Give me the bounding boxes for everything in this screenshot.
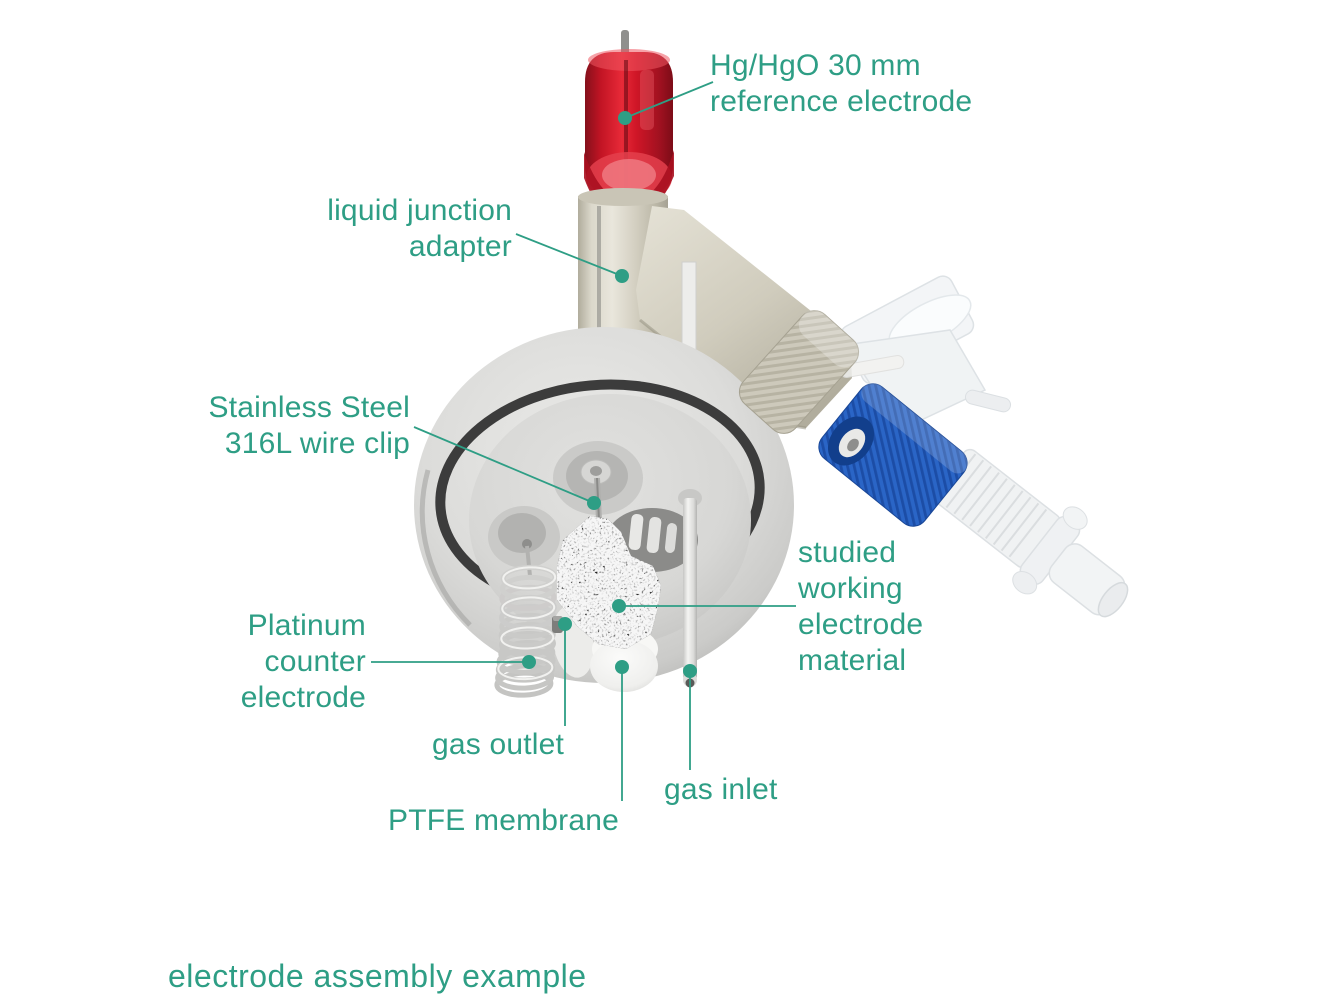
label-line: working xyxy=(798,572,903,605)
label-line: electrode xyxy=(798,608,924,641)
anchor-dot-gas-inlet xyxy=(683,664,697,678)
label-liquid-junction-adapter: liquid junction adapter xyxy=(327,193,512,265)
gas-inlet-tube-upper xyxy=(681,261,697,351)
label-line: Stainless Steel xyxy=(208,391,410,424)
label-line: gas outlet xyxy=(432,728,565,761)
label-wire-clip: Stainless Steel 316L wire clip xyxy=(209,390,410,462)
label-line: Platinum xyxy=(247,609,366,642)
label-gas-outlet: gas outlet xyxy=(432,727,564,763)
luer-fitting-graphic xyxy=(931,448,1129,618)
leader-lines xyxy=(371,81,796,801)
label-line: material xyxy=(798,644,907,677)
wire-clip-graphic xyxy=(553,441,643,543)
label-line: adapter xyxy=(408,230,512,263)
blue-nut-graphic xyxy=(818,382,969,527)
compression-fitting-graphic xyxy=(738,309,860,434)
label-counter-electrode: Platinum counter electrode xyxy=(241,608,366,716)
label-line: liquid junction xyxy=(327,194,512,227)
label-line: PTFE membrane xyxy=(388,804,619,837)
anchor-dot-wire-clip xyxy=(587,496,601,510)
anchor-dot-liquid-junction-adapter xyxy=(615,269,629,283)
label-line: 316L wire clip xyxy=(224,427,410,460)
working-electrode-material-graphic xyxy=(557,516,661,649)
label-line: gas inlet xyxy=(664,773,778,806)
anchor-dot-working-electrode xyxy=(612,599,626,613)
label-line: counter xyxy=(264,645,366,678)
label-line: studied xyxy=(798,536,897,569)
label-gas-inlet: gas inlet xyxy=(664,772,778,808)
anchor-dot-reference-electrode xyxy=(618,111,632,125)
leader-liquid-junction-adapter xyxy=(515,233,623,277)
label-ptfe-membrane: PTFE membrane xyxy=(388,803,619,839)
anchor-dots xyxy=(522,111,697,678)
label-line: electrode xyxy=(240,681,366,714)
figure-caption: electrode assembly example xyxy=(168,958,587,994)
label-reference-electrode: Hg/HgO 30 mm reference electrode xyxy=(710,48,972,120)
leader-wire-clip xyxy=(413,426,595,504)
anchor-dot-counter-electrode xyxy=(522,655,536,669)
label-working-electrode: studied working electrode material xyxy=(798,535,923,679)
leader-reference-electrode xyxy=(624,81,714,119)
anchor-dot-ptfe-membrane xyxy=(615,660,629,674)
anchor-dot-gas-outlet xyxy=(558,617,572,631)
gas-inlet-tube-graphic xyxy=(678,489,702,688)
label-line: reference electrode xyxy=(710,85,973,118)
label-line: Hg/HgO 30 mm xyxy=(710,49,921,82)
